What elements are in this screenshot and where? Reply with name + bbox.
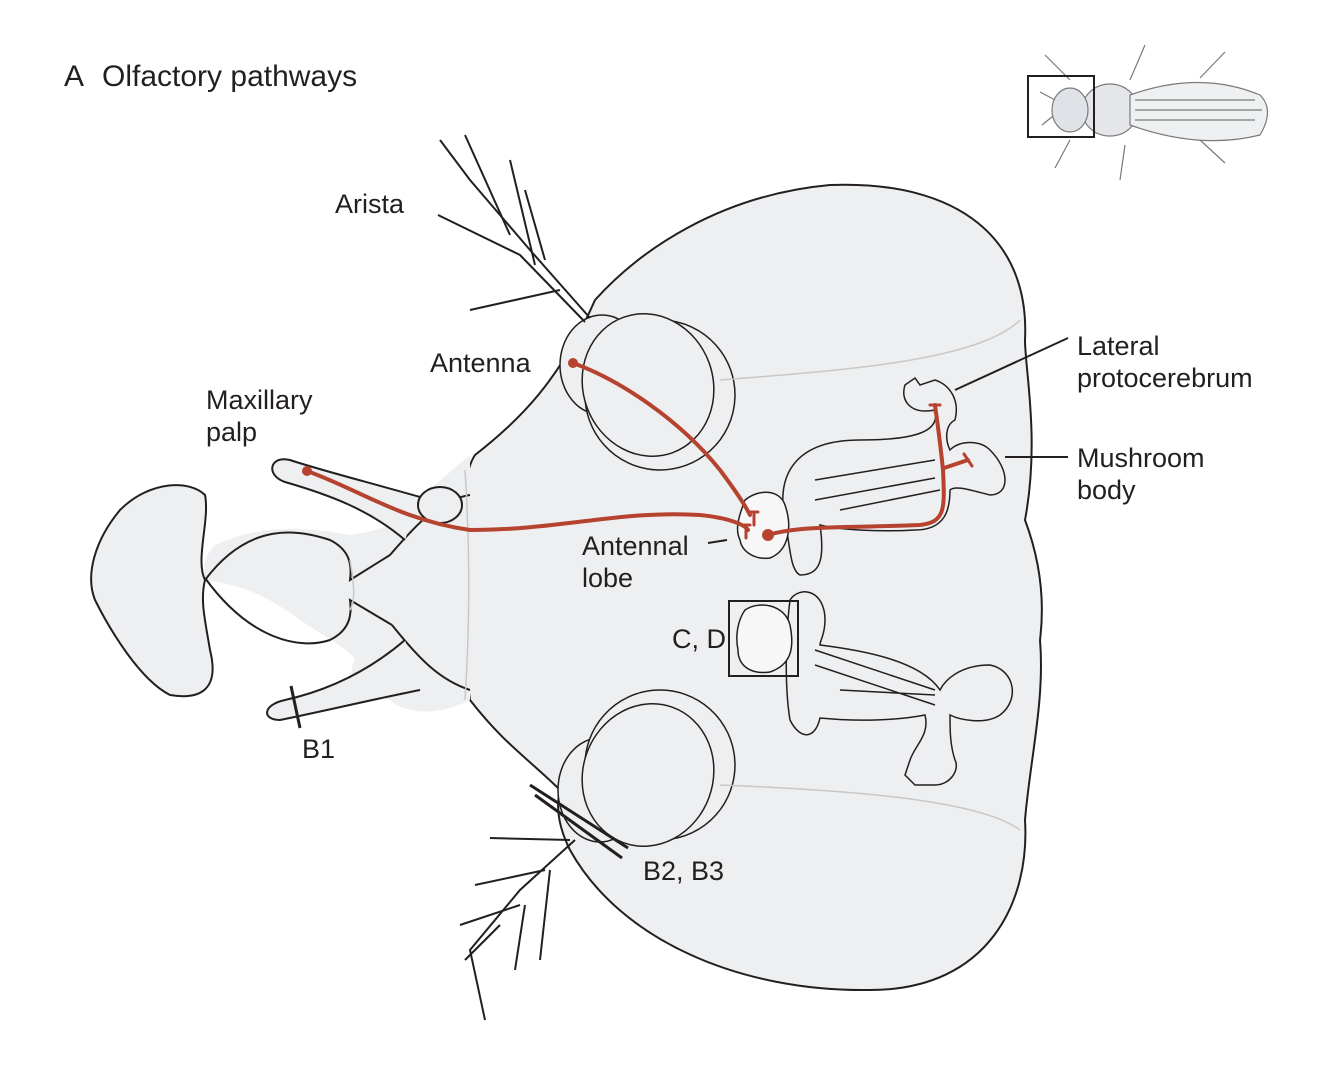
b1-section-mark (289, 685, 302, 729)
maxillary-palp-upper (271, 458, 421, 541)
olfactory-pathways (305, 361, 974, 540)
label-b2-b3: B2, B3 (643, 856, 725, 886)
maxillary-palp-lower (266, 639, 421, 722)
label-antennal-lobe: Antennal lobe (582, 531, 689, 593)
antennal-lobe-lower (736, 604, 793, 674)
inset-region-box (1027, 75, 1095, 138)
leader-lines (707, 337, 1069, 544)
b2-b3-section-marks (529, 783, 629, 860)
palp-neuron-soma (302, 466, 312, 476)
palp-pathway (305, 469, 750, 533)
label-arista: Arista (335, 189, 405, 219)
antenna-neuron-soma (568, 358, 578, 368)
proboscis-tip (90, 484, 214, 698)
projection-neuron-soma (762, 529, 774, 541)
cd-region-box (728, 600, 799, 677)
antenna-pathway (571, 361, 752, 517)
figure-title: A Olfactory pathways (64, 60, 357, 94)
label-mushroom-body: Mushroom body (1077, 443, 1205, 505)
label-b1: B1 (302, 734, 336, 764)
label-cd: C, D (672, 624, 726, 654)
mushroom-body-lower (785, 591, 1014, 786)
panel-letter: A (64, 60, 85, 93)
arista-lower (459, 837, 576, 1021)
antennal-lobe-upper (736, 491, 790, 560)
brain-outline (462, 183, 1043, 992)
fly-inset-icon (1039, 44, 1269, 181)
label-lateral-protocerebrum: Lateral protocerebrum (1077, 331, 1253, 393)
projection-neuron (766, 403, 946, 537)
label-maxillary-palp: Maxillary palp (206, 385, 313, 447)
label-antenna: Antenna (430, 348, 531, 378)
arista-upper (437, 134, 591, 323)
panel-title: Olfactory pathways (102, 60, 358, 93)
